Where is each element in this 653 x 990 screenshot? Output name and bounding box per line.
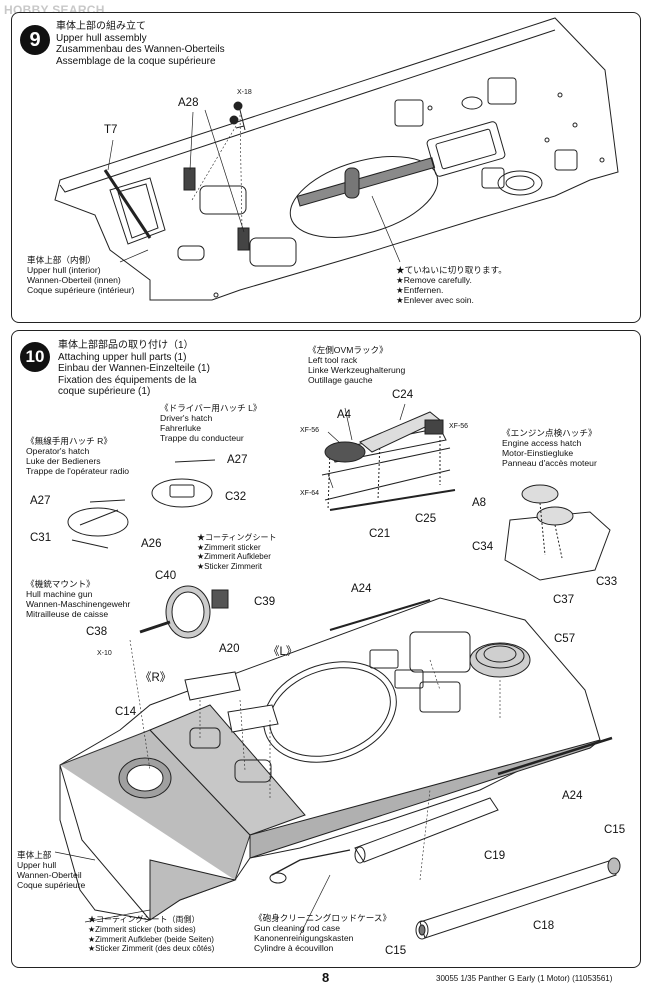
part-c31: C31 — [30, 532, 52, 544]
part-c40: C40 — [155, 570, 177, 582]
part-a26: A26 — [141, 538, 162, 550]
step9-part-x18: X-18 — [237, 89, 252, 96]
part-a8: A8 — [472, 497, 487, 509]
paint-xf64: XF-64 — [300, 490, 320, 497]
part-c15-right: C15 — [604, 824, 626, 836]
engine-hatch-label: 《エンジン点検ハッチ》Engine access hatch Motor-Ein… — [502, 428, 597, 468]
part-c38: C38 — [86, 626, 108, 638]
coating-sticker-note: ★コーティングシート★Zimmerit sticker ★Zimmerit Au… — [197, 533, 277, 571]
part-a24-bottom: A24 — [562, 790, 583, 802]
part-c21: C21 — [369, 528, 391, 540]
part-a20: A20 — [219, 643, 240, 655]
part-c32: C32 — [225, 491, 247, 503]
coating-both-sides-note: ★コーティングシート（両側）★Zimmerit sticker (both si… — [88, 915, 215, 954]
paint-xf56-right: XF-56 — [449, 423, 469, 430]
part-c34: C34 — [472, 541, 494, 553]
part-c18: C18 — [533, 920, 555, 932]
hull-mg-label: 《機銃マウント》Hull machine gun Wannen-Maschine… — [26, 579, 131, 619]
step9-number: 9 — [20, 25, 50, 55]
part-c39: C39 — [254, 596, 276, 608]
gun-cleaning-label: 《砲身クリーニングロッドケース》Gun cleaning rod case Ka… — [254, 913, 392, 953]
part-c14: C14 — [115, 706, 137, 718]
hatch-marker-r: 《R》 — [140, 672, 172, 684]
step10-number: 10 — [20, 342, 50, 372]
step9-remove-note: ★ていねいに切り取ります。★Remove carefully. ★Entfern… — [396, 265, 507, 305]
step9-part-t7: T7 — [104, 124, 118, 136]
part-c15-left: C15 — [385, 945, 407, 957]
step9-hull-drawing — [54, 17, 619, 301]
part-a4: A4 — [337, 409, 352, 421]
hatch-marker-l: 《L》 — [268, 646, 298, 658]
step9-part-a28: A28 — [178, 97, 199, 109]
part-a24-top: A24 — [351, 583, 372, 595]
part-x10: X-10 — [97, 650, 112, 657]
operator-hatch-label: 《無線手用ハッチ R》Operator's hatch Luke der Bed… — [26, 436, 130, 476]
part-a27-driver: A27 — [227, 454, 248, 466]
part-c57: C57 — [554, 633, 576, 645]
part-c37: C37 — [553, 594, 575, 606]
footer-code: 30055 1/35 Panther G Early (1 Motor) (11… — [436, 974, 613, 983]
part-a27-operator: A27 — [30, 495, 51, 507]
part-c25: C25 — [415, 513, 437, 525]
part-c33: C33 — [596, 576, 618, 588]
step10-title: 車体上部部品の取り付け（1）Attaching upper hull parts… — [58, 340, 210, 397]
step9-hull-interior-label: 車体上部（内側）Upper hull (interior) Wannen-Obe… — [27, 255, 135, 295]
page-number: 8 — [322, 970, 330, 985]
paint-xf56-left: XF-56 — [300, 427, 320, 434]
part-c24: C24 — [392, 389, 414, 401]
ovm-rack-label: 《左側OVMラック》Left tool rack Linke Werkzeugh… — [308, 345, 406, 385]
part-c19: C19 — [484, 850, 506, 862]
